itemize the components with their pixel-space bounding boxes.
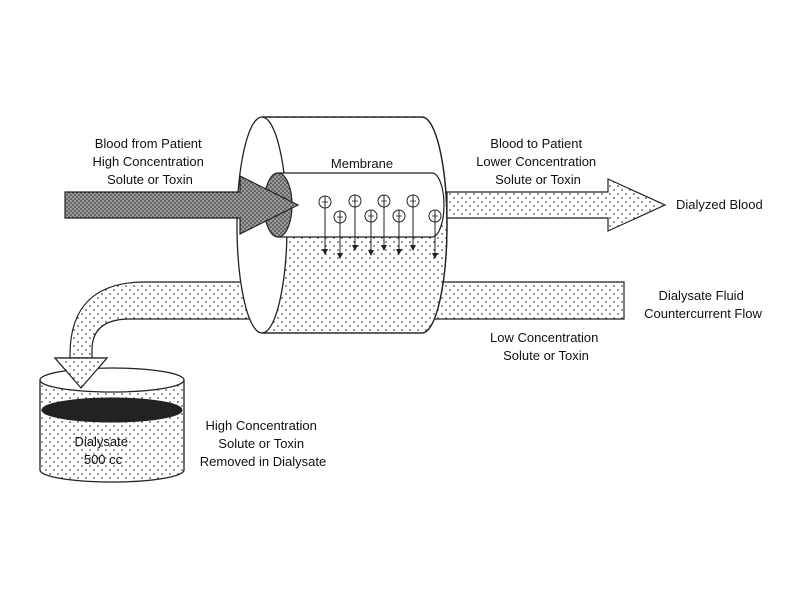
membrane-label: Membrane	[331, 156, 393, 171]
dialysate-container	[39, 357, 185, 483]
high-concentration-removed-label: High Concentration Solute or Toxin Remov…	[200, 418, 326, 469]
blood-from-patient-label: Blood from Patient High Concentration So…	[93, 136, 208, 187]
blood-outflow-arrow	[446, 178, 667, 232]
dialysate-surface	[41, 397, 183, 423]
dialysate-container-label: Dialysate 500 cc	[74, 434, 131, 467]
dialyzed-blood-label: Dialyzed Blood	[676, 197, 763, 212]
particle-plus-marks	[322, 200, 438, 218]
low-concentration-label: Low Concentration Solute or Toxin	[490, 330, 602, 363]
dialysate-fluid-label: Dialysate Fluid Countercurrent Flow	[644, 288, 762, 321]
solute-particles	[318, 194, 442, 259]
blood-inflow-arrow	[64, 175, 300, 235]
blood-to-patient-label: Blood to Patient Lower Concentration Sol…	[476, 136, 600, 187]
